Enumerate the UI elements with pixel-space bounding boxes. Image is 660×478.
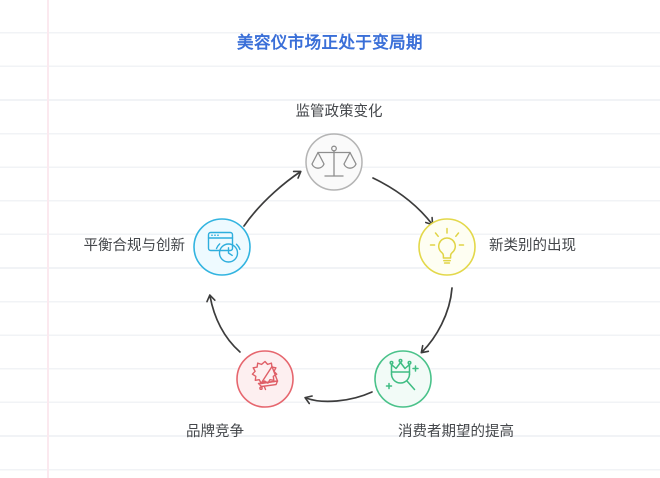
node-label-regulation: 监管政策变化 xyxy=(295,104,383,120)
megaphone-burst-icon xyxy=(251,360,279,391)
arrow-new-category-to-consumer-expectation xyxy=(420,287,453,354)
arrow-regulation-to-new-category xyxy=(372,177,434,226)
node-new-category-circle xyxy=(418,218,476,276)
node-regulation[interactable] xyxy=(305,133,363,191)
crown-magnifier-icon xyxy=(385,358,419,391)
node-label-new-category: 新类别的出现 xyxy=(489,238,576,254)
arrow-consumer-expectation-to-brand-competition xyxy=(304,391,373,405)
node-consumer-expectation-circle xyxy=(374,350,432,408)
arrow-brand-competition-to-balance xyxy=(206,294,241,353)
arrow-balance-to-regulation xyxy=(243,170,302,227)
balance-scales-icon xyxy=(311,145,357,177)
paper-margin-rule xyxy=(47,0,49,478)
node-label-consumer-expectation: 消费者期望的提高 xyxy=(398,424,514,440)
node-label-balance-compliance: 平衡合规与创新 xyxy=(83,238,186,254)
page-title: 美容仪市场正处于变局期 xyxy=(237,34,423,52)
node-brand-competition-circle xyxy=(236,350,294,408)
node-brand-competition[interactable] xyxy=(236,350,294,408)
browser-clock-icon xyxy=(207,231,241,263)
node-label-brand-competition: 品牌竞争 xyxy=(186,424,244,440)
node-consumer-expectation[interactable] xyxy=(374,350,432,408)
node-balance-compliance[interactable] xyxy=(193,218,251,276)
lightbulb-icon xyxy=(429,227,465,264)
node-new-category[interactable] xyxy=(418,218,476,276)
